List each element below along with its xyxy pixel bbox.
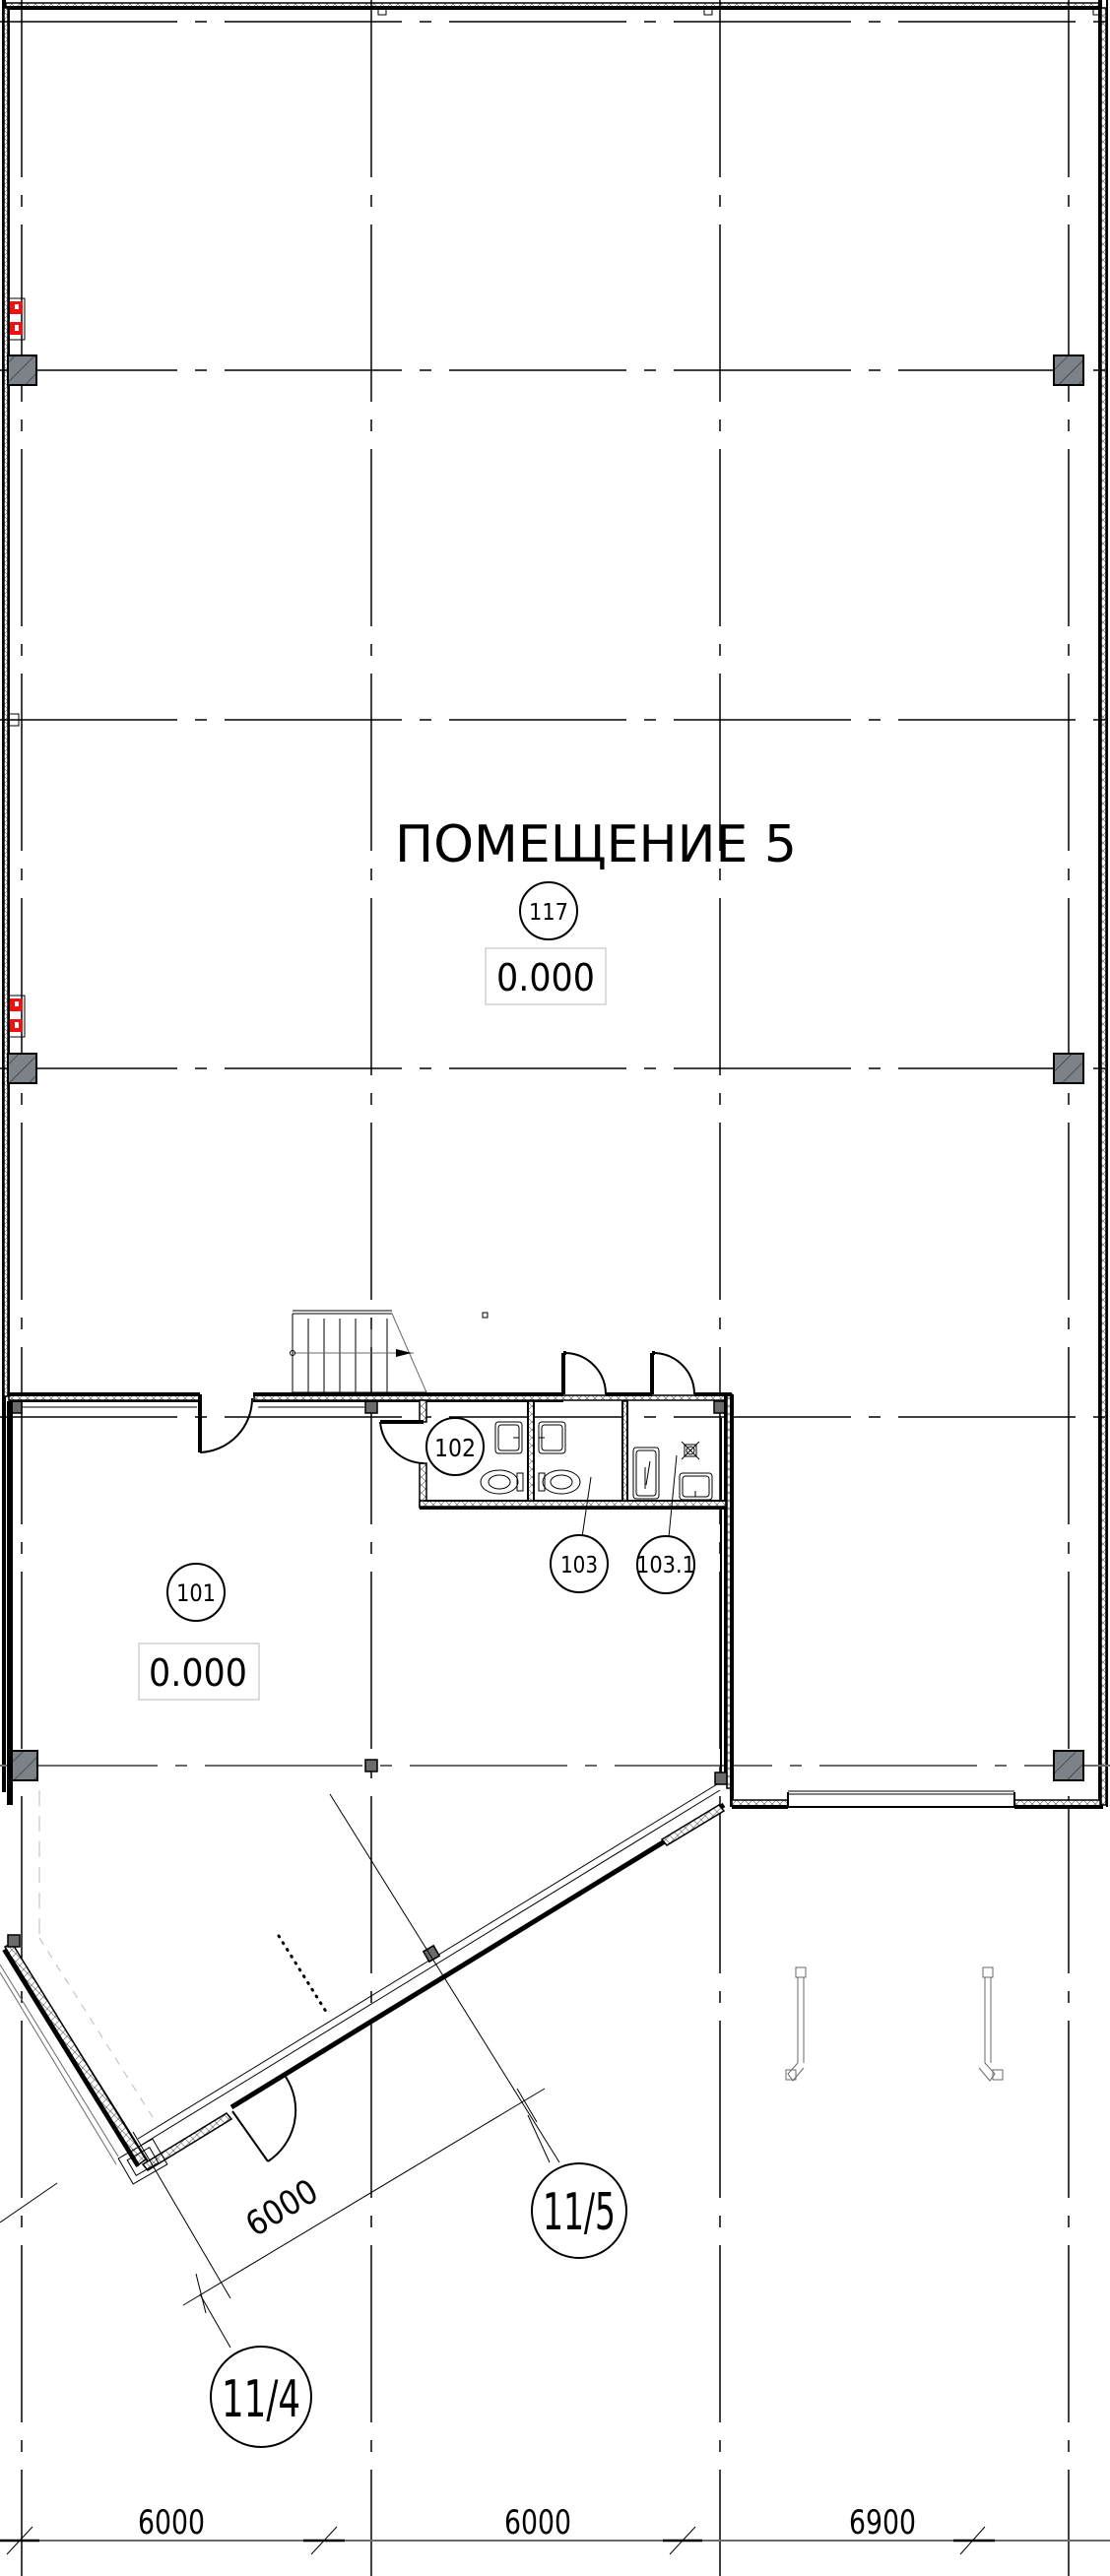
column [364,1400,378,1414]
door-swing-icon [198,1394,253,1453]
door-swing-icon [561,1351,652,1396]
column [364,1759,378,1772]
partition-north [8,1392,728,1408]
level-box [138,1642,260,1701]
column [1053,1053,1084,1084]
handrail-icon [978,1966,1004,2082]
outer-wall-right [1098,0,1108,1807]
sink-icon [494,1421,523,1454]
dimension-bottom-3: 6900 [849,2503,916,2543]
door-swing-icon [650,1351,732,1396]
column [1053,1750,1084,1781]
room-number: 102 [434,1434,476,1462]
diagonal-wall-west [0,1790,168,2223]
column [7,354,37,386]
dimension-chain: 6000 6000 6900 [0,2503,1110,2555]
grid-bubble-11-5 [531,2162,627,2259]
shower-icon [632,1447,660,1500]
room-number-bubble [519,881,578,940]
column [7,1053,37,1084]
room-102-tag: 102 [425,1417,485,1476]
room-103-tag: 103 [550,1534,609,1593]
handrail-icon [785,1966,807,2082]
outer-wall-top [5,2,1102,16]
grid-bubble-11-4 [210,2346,312,2448]
wall-niche [8,713,20,727]
sink-icon [538,1421,566,1454]
level-box [485,947,607,1005]
room-number: 117 [529,900,568,926]
room-title: ПОМЕЩЕНИЕ 5 [395,815,797,874]
fire-cabinet-icon [8,995,26,1038]
small-marker [482,1312,489,1319]
dimension-bottom-1: 6000 [138,2503,205,2543]
room-number: 101 [176,1579,216,1607]
room-101-label: 101 0.000 [138,1563,260,1701]
dimension-line [182,2088,546,2306]
leader-line [668,1454,678,1538]
toilet-icon [480,1469,524,1495]
room-103-1-tag: 103.1 [636,1535,695,1594]
toilet-icon [538,1469,581,1495]
dimension-diagonal: 6000 [239,2171,325,2244]
wc-block [379,1351,732,1538]
column [1053,354,1084,386]
diagonal-facade [137,1771,728,2171]
dimension-bottom-2: 6000 [504,2503,571,2543]
grid-label: 11/5 [543,2183,616,2242]
room-117-label: ПОМЕЩЕНИЕ 5 117 0.000 [395,815,797,1005]
leader-line [581,1476,592,1538]
sink-icon [679,1472,713,1501]
grid-label: 11/4 [222,2370,300,2429]
room-101-west-wall [7,1401,13,1805]
floor-level: 0.000 [149,1651,247,1695]
room-number: 103 [560,1553,598,1578]
door-swing-icon [379,1420,424,1464]
floor-drain-icon [681,1441,700,1460]
diagonal-grid: 6000 11/5 11/4 [132,1793,627,2448]
stair-icon [290,1310,427,1393]
room-101-east-wall [720,1393,734,1807]
room-number: 103.1 [636,1553,695,1578]
fire-cabinet-icon [8,297,26,341]
hall-south-wall [731,1790,1103,1809]
door-swing-icon [231,2076,297,2162]
floor-level: 0.000 [496,956,595,999]
outer-wall-left [2,0,10,1792]
